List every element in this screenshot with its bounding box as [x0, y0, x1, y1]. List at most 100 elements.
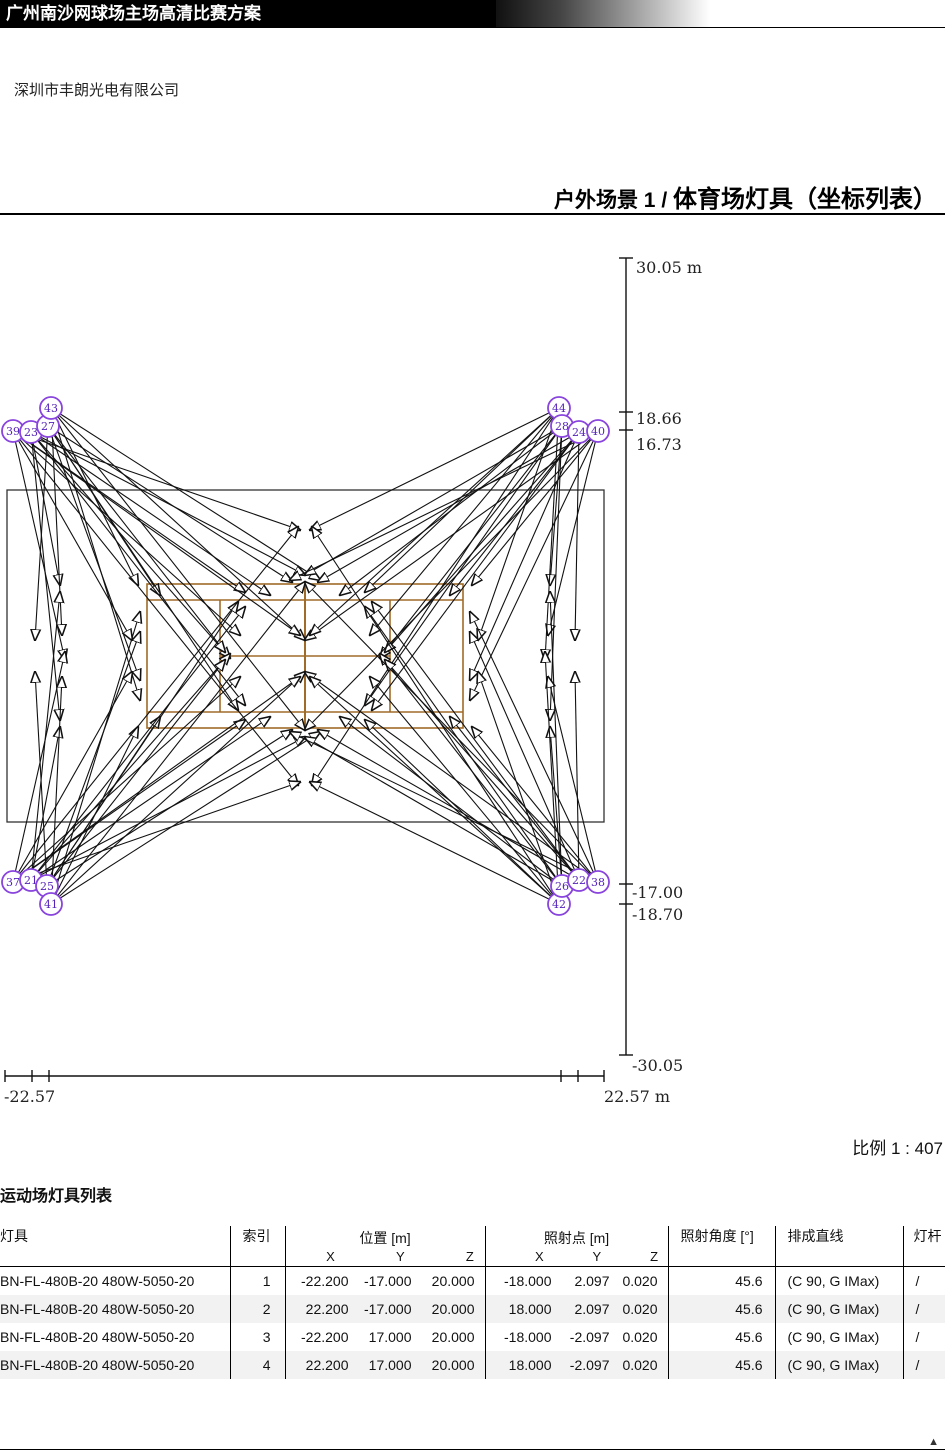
header-index: 索引	[230, 1226, 286, 1267]
y-axis-label-1673: 16.73	[636, 435, 682, 454]
aim-arrow	[310, 677, 560, 905]
aim-arrow	[312, 407, 560, 785]
cell-aim-x: 18.000	[508, 1357, 552, 1373]
aim-arrow	[470, 612, 599, 883]
header-position-x: X	[326, 1249, 335, 1264]
dimension-lines	[4, 257, 633, 1082]
header-luminaire: 灯具	[0, 1226, 231, 1267]
cell-pos-x: 22.200	[305, 1357, 349, 1373]
aim-arrow	[12, 677, 240, 883]
luminaire-number: 44	[552, 402, 566, 415]
aim-arrow	[545, 652, 560, 905]
aim-arrow	[450, 431, 580, 595]
aiming-arrows	[12, 407, 599, 905]
aim-arrow	[290, 430, 599, 580]
luminaire-circle	[39, 892, 63, 916]
y-axis-label-1866: 18.66	[636, 409, 682, 428]
luminaire-number: 21	[24, 874, 38, 887]
luminaire-marker: 22	[567, 868, 591, 892]
table-title: 运动场灯具列表	[0, 1188, 113, 1205]
cell-aim-x: -18.000	[504, 1273, 552, 1289]
luminaire-number: 28	[555, 420, 569, 433]
cell-pos-z: 20.000	[431, 1273, 475, 1289]
aim-arrow	[30, 431, 60, 585]
cell-pole: /	[915, 1273, 920, 1289]
luminaire-marker: 40	[586, 419, 610, 443]
aim-arrow	[30, 727, 60, 881]
luminaire-marker: 41	[39, 892, 63, 916]
luminaire-number: 26	[555, 880, 569, 893]
aim-arrow	[472, 727, 599, 883]
cell-aim-z: 0.020	[622, 1301, 658, 1317]
header-aim-point: 照射点 [m] X Y Z	[485, 1226, 669, 1267]
cell-angle: 45.6	[668, 1266, 776, 1295]
field-rect	[6, 489, 605, 823]
y-axis-label-top: 30.05 m	[636, 258, 702, 277]
drawing-scale: 比例 1 : 407	[852, 1139, 943, 1158]
aim-arrow	[310, 407, 560, 635]
aim-arrow	[370, 407, 560, 635]
aim-arrow	[12, 677, 300, 883]
table-header-row: 灯具 索引 位置 [m] X Y Z 照射点 [m] X Y Z 照射角度 [°…	[0, 1226, 945, 1267]
aim-arrow	[575, 431, 579, 640]
luminaire-circle	[586, 419, 610, 443]
field-outline	[6, 489, 605, 823]
y-axis-label-m1870: -18.70	[632, 905, 683, 924]
aim-arrow	[340, 425, 563, 595]
header-aim-x: X	[534, 1249, 544, 1264]
aim-arrow	[12, 527, 298, 883]
cell-pos-y: -17.000	[364, 1273, 412, 1289]
aim-arrow	[12, 430, 240, 635]
luminaire-number: 38	[591, 876, 605, 889]
luminaire-number: 23	[24, 426, 38, 439]
cell-line: (C 90, G IMax)	[775, 1323, 904, 1351]
cell-pos-z: 20.000	[431, 1301, 475, 1317]
aim-arrow	[470, 430, 599, 700]
aim-arrow	[30, 654, 230, 881]
aim-arrow	[30, 431, 245, 705]
cell-pos-x: 22.200	[305, 1301, 349, 1317]
aim-arrow	[30, 592, 60, 881]
aim-arrow	[12, 652, 65, 883]
header-aim-y: Y	[592, 1249, 602, 1264]
aim-arrow	[312, 527, 560, 905]
company-name: 深圳市丰朗光电有限公司	[14, 82, 180, 99]
aim-arrow	[550, 425, 563, 585]
header-bar-black	[0, 0, 496, 28]
luminaire-circle	[586, 870, 610, 894]
aim-arrow	[365, 607, 563, 887]
aim-arrow	[47, 425, 238, 710]
aim-arrow	[30, 717, 270, 881]
aim-arrow	[318, 730, 580, 881]
aim-arrow	[305, 737, 563, 887]
luminaire-number: 43	[44, 402, 58, 415]
header-aim-z: Z	[650, 1249, 659, 1264]
luminaire-number: 39	[6, 425, 20, 438]
cell-index: 4	[230, 1351, 286, 1379]
cell-pos-x: -22.200	[301, 1329, 349, 1345]
cell-aim-z: 0.020	[622, 1329, 658, 1345]
cell-aim-x: -18.000	[504, 1329, 552, 1345]
aim-arrow	[12, 672, 132, 883]
cell-aim-y: 2.097	[574, 1273, 610, 1289]
cell-pos-z: 20.000	[431, 1329, 475, 1345]
aim-arrow	[30, 607, 245, 881]
aim-arrow	[30, 431, 305, 575]
section-prefix: 户外场景 1 /	[553, 189, 673, 212]
luminaire-number: 27	[41, 420, 55, 433]
header-pole: 灯杆	[903, 1226, 945, 1267]
aim-arrow	[470, 431, 580, 680]
luminaire-number: 42	[552, 898, 566, 911]
aim-arrow	[50, 732, 320, 905]
luminaire-marker: 39	[1, 419, 25, 443]
aim-arrow	[46, 602, 238, 887]
aim-arrow	[50, 407, 320, 580]
aim-arrow	[550, 727, 563, 887]
aim-arrow	[575, 672, 579, 881]
aim-arrow	[12, 430, 132, 640]
aim-arrow	[478, 672, 560, 905]
aim-arrow	[47, 425, 225, 652]
